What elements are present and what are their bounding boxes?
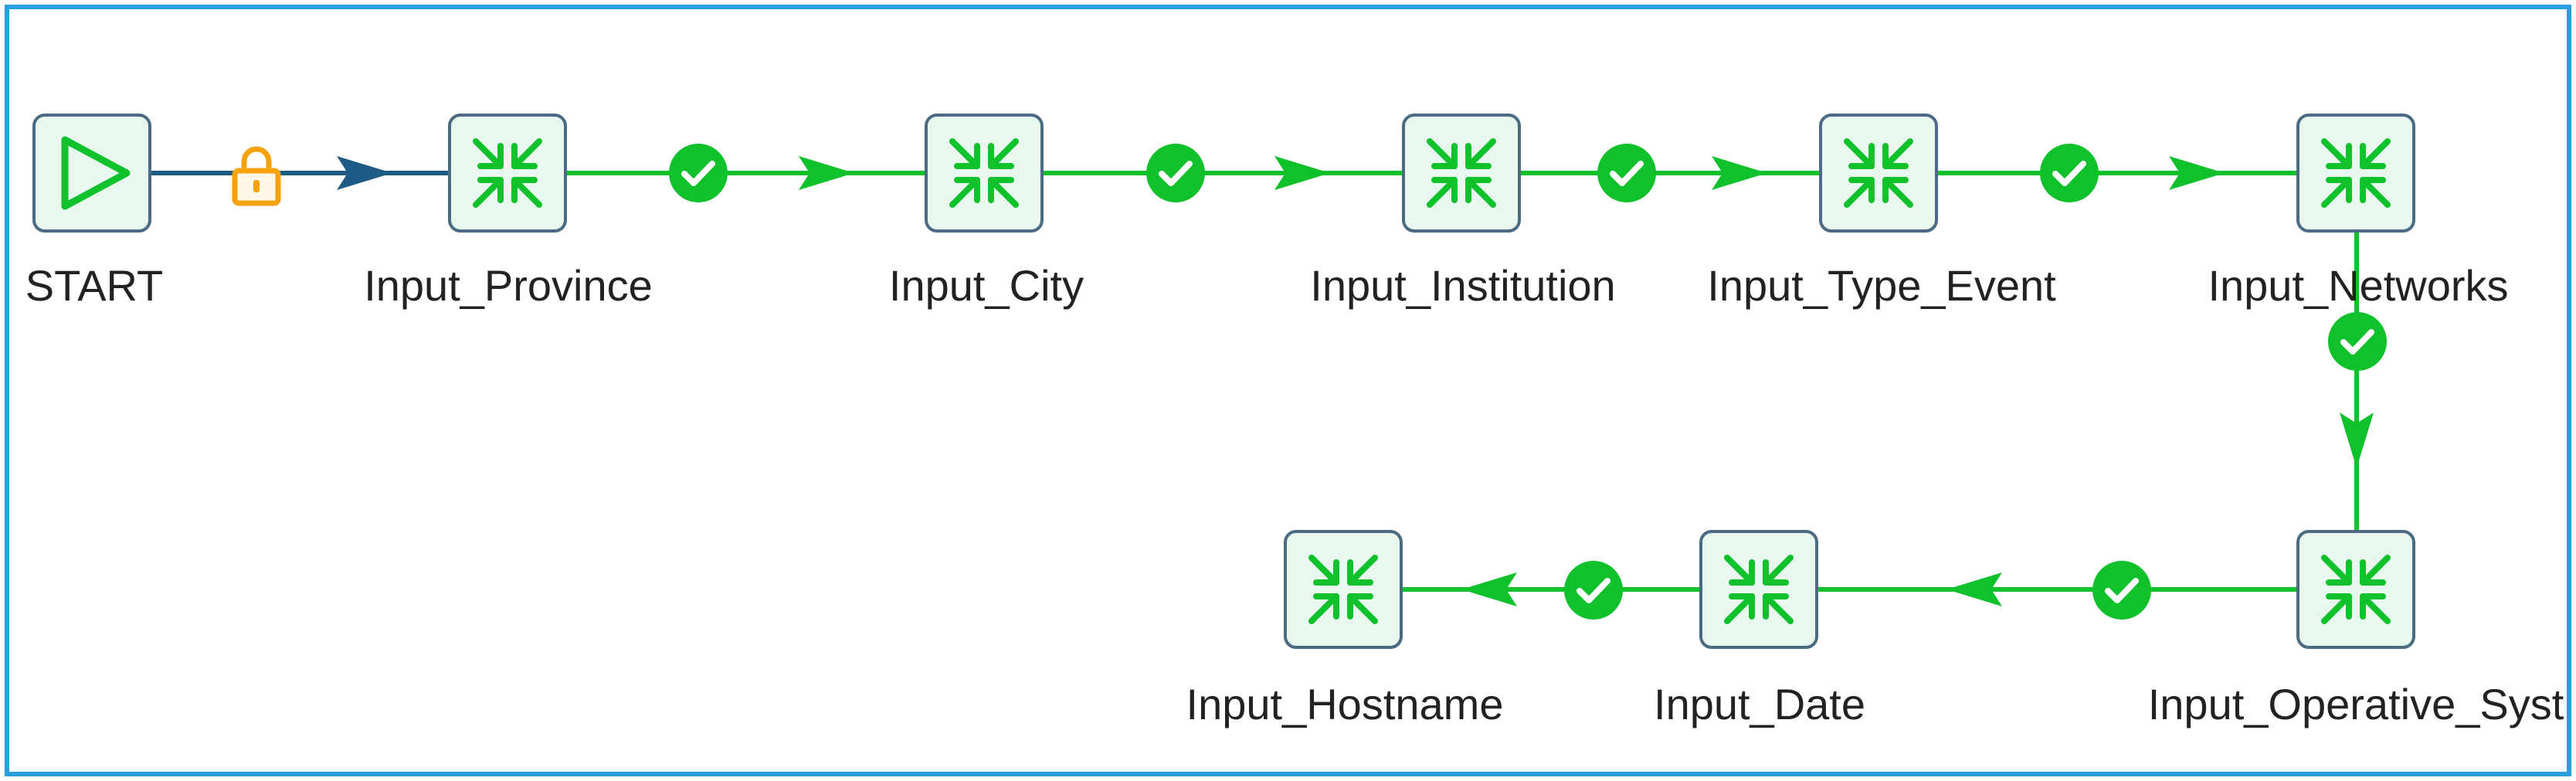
node-input-networks[interactable] [2296,114,2415,233]
arrowhead [337,156,392,190]
canvas-frame [5,5,2571,776]
node-label-hostname: Input_Hostname [1186,680,1504,728]
merge-arrows-icon [2321,555,2391,624]
check-circle-icon[interactable] [2092,561,2151,620]
merge-arrows-icon [1308,555,1378,624]
node-input-date[interactable] [1699,530,1818,649]
node-start[interactable] [32,114,151,233]
merge-arrows-icon [1844,138,1913,208]
arrowhead [2340,413,2374,468]
lock-icon[interactable] [229,143,284,208]
hop-layer [151,156,2374,606]
check-circle-icon[interactable] [2328,312,2387,371]
check-circle-icon[interactable] [1597,144,1656,202]
play-icon [61,136,131,210]
node-input-hostname[interactable] [1284,530,1403,649]
arrowhead [1461,572,1517,606]
node-label-city: Input_City [888,261,1084,310]
merge-arrows-icon [1427,138,1496,208]
merge-arrows-icon [2321,138,2391,208]
check-circle-icon[interactable] [669,144,728,202]
check-circle-icon[interactable] [1146,144,1205,202]
arrowhead [1274,156,1330,190]
node-label-networks: Input_Networks [2208,261,2509,310]
node-label-date: Input_Date [1654,680,1865,728]
node-label-operative-syst: Input_Operative_Syst [2147,680,2564,728]
check-circle-icon[interactable] [1564,561,1623,620]
node-input-type-event[interactable] [1819,114,1938,233]
node-label-institution: Input_Institution [1310,261,1616,310]
merge-arrows-icon [473,138,542,208]
node-label-type-event: Input_Type_Event [1707,261,2056,310]
arrowhead [1946,572,2002,606]
arrowhead [1712,156,1767,190]
merge-arrows-icon [1724,555,1794,624]
node-label-start: START [25,261,164,310]
node-input-institution[interactable] [1402,114,1521,233]
arrowhead [2169,156,2225,190]
check-circle-icon[interactable] [2040,144,2099,202]
node-label-province: Input_Province [364,261,653,310]
merge-arrows-icon [949,138,1019,208]
arrowhead [799,156,854,190]
node-input-operative-syst[interactable] [2296,530,2415,649]
node-input-province[interactable] [448,114,567,233]
node-input-city[interactable] [925,114,1044,233]
